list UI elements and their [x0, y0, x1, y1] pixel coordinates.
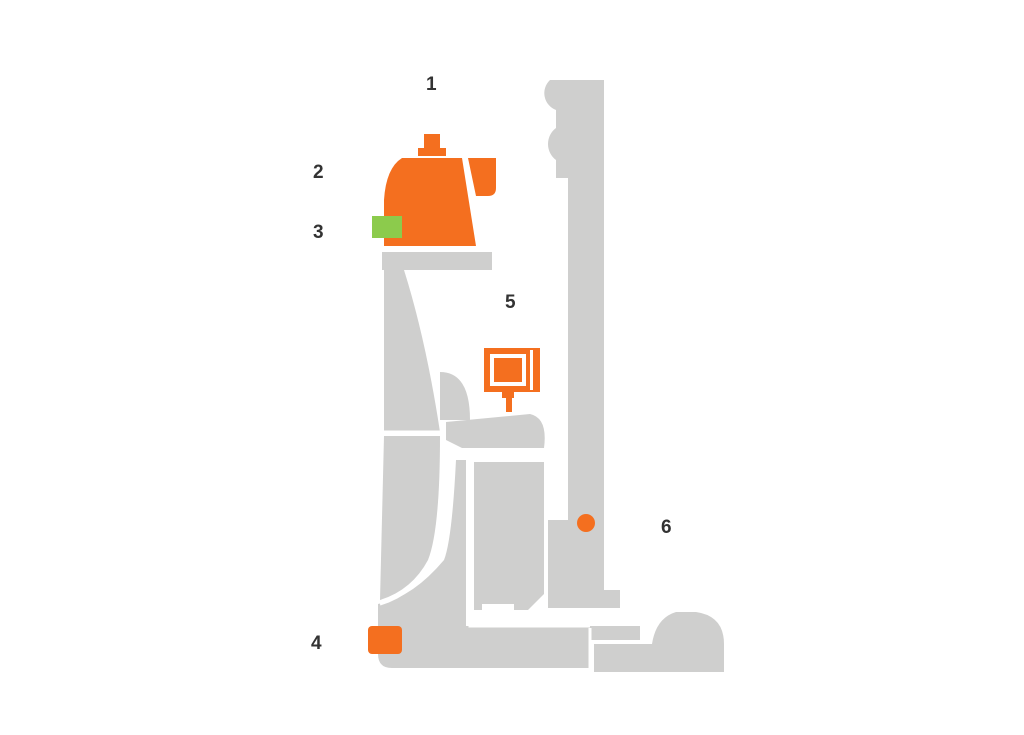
body-outlines — [379, 430, 620, 672]
front-post — [384, 270, 440, 432]
highlighted-parts — [368, 134, 595, 654]
motor-cap-base — [418, 148, 446, 156]
callout-4: 4 — [311, 633, 322, 654]
display-screen-inner — [494, 358, 522, 382]
display-mount — [502, 392, 514, 398]
callout-1: 1 — [426, 74, 437, 95]
chassis — [378, 460, 640, 668]
callout-5: 5 — [505, 292, 516, 313]
callout-3: 3 — [313, 222, 324, 243]
display-stem — [506, 398, 512, 412]
mast-sensor — [577, 514, 595, 532]
bumper-light — [368, 626, 402, 654]
callouts: 1 2 3 4 5 6 — [311, 74, 672, 654]
callout-2: 2 — [313, 162, 324, 183]
seat-backrest — [440, 372, 470, 420]
display-side-strip — [530, 350, 533, 390]
lower-panel-left — [380, 436, 440, 600]
overhead-guard — [382, 252, 492, 270]
operator-console — [446, 414, 545, 448]
green-indicator — [372, 216, 402, 238]
mast — [544, 80, 620, 608]
motor-side-block — [468, 158, 496, 196]
battery-compartment — [474, 462, 544, 610]
motor-housing — [384, 158, 476, 246]
outrigger-leg — [594, 612, 724, 672]
motor-cap — [424, 134, 440, 148]
callout-6: 6 — [661, 517, 672, 538]
truck-body — [378, 80, 724, 672]
